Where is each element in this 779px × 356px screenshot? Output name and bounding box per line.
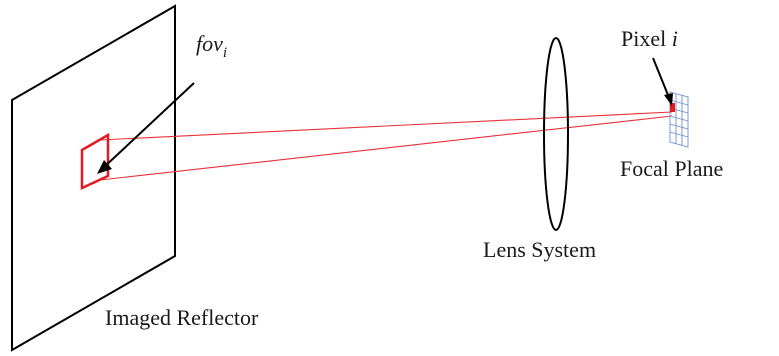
fov-box [80,132,110,190]
lens-system-label: Lens System [483,237,596,262]
focal-plane-grid [669,91,689,148]
pixel-arrow [652,57,673,106]
pixel-label: Pixel i [621,26,678,51]
pixel-label-text: Pixel [621,26,666,51]
pixel-label-index: i [672,26,678,51]
pixel-arrowhead [664,93,673,106]
light-rays [99,111,673,181]
fov-arrowhead [97,160,112,174]
fov-label: fovi [196,31,227,61]
pixel-i [670,103,675,112]
fov-label-main: fov [196,31,223,56]
upper-ray [99,111,673,141]
fov-label-subscript: i [223,45,227,61]
imaged-reflector-label: Imaged Reflector [105,305,259,330]
lens [543,37,569,231]
imaged-reflector-plane [11,4,176,352]
focal-plane-label: Focal Plane [620,156,723,181]
fov-arrow [97,82,195,174]
lower-ray [99,115,673,181]
